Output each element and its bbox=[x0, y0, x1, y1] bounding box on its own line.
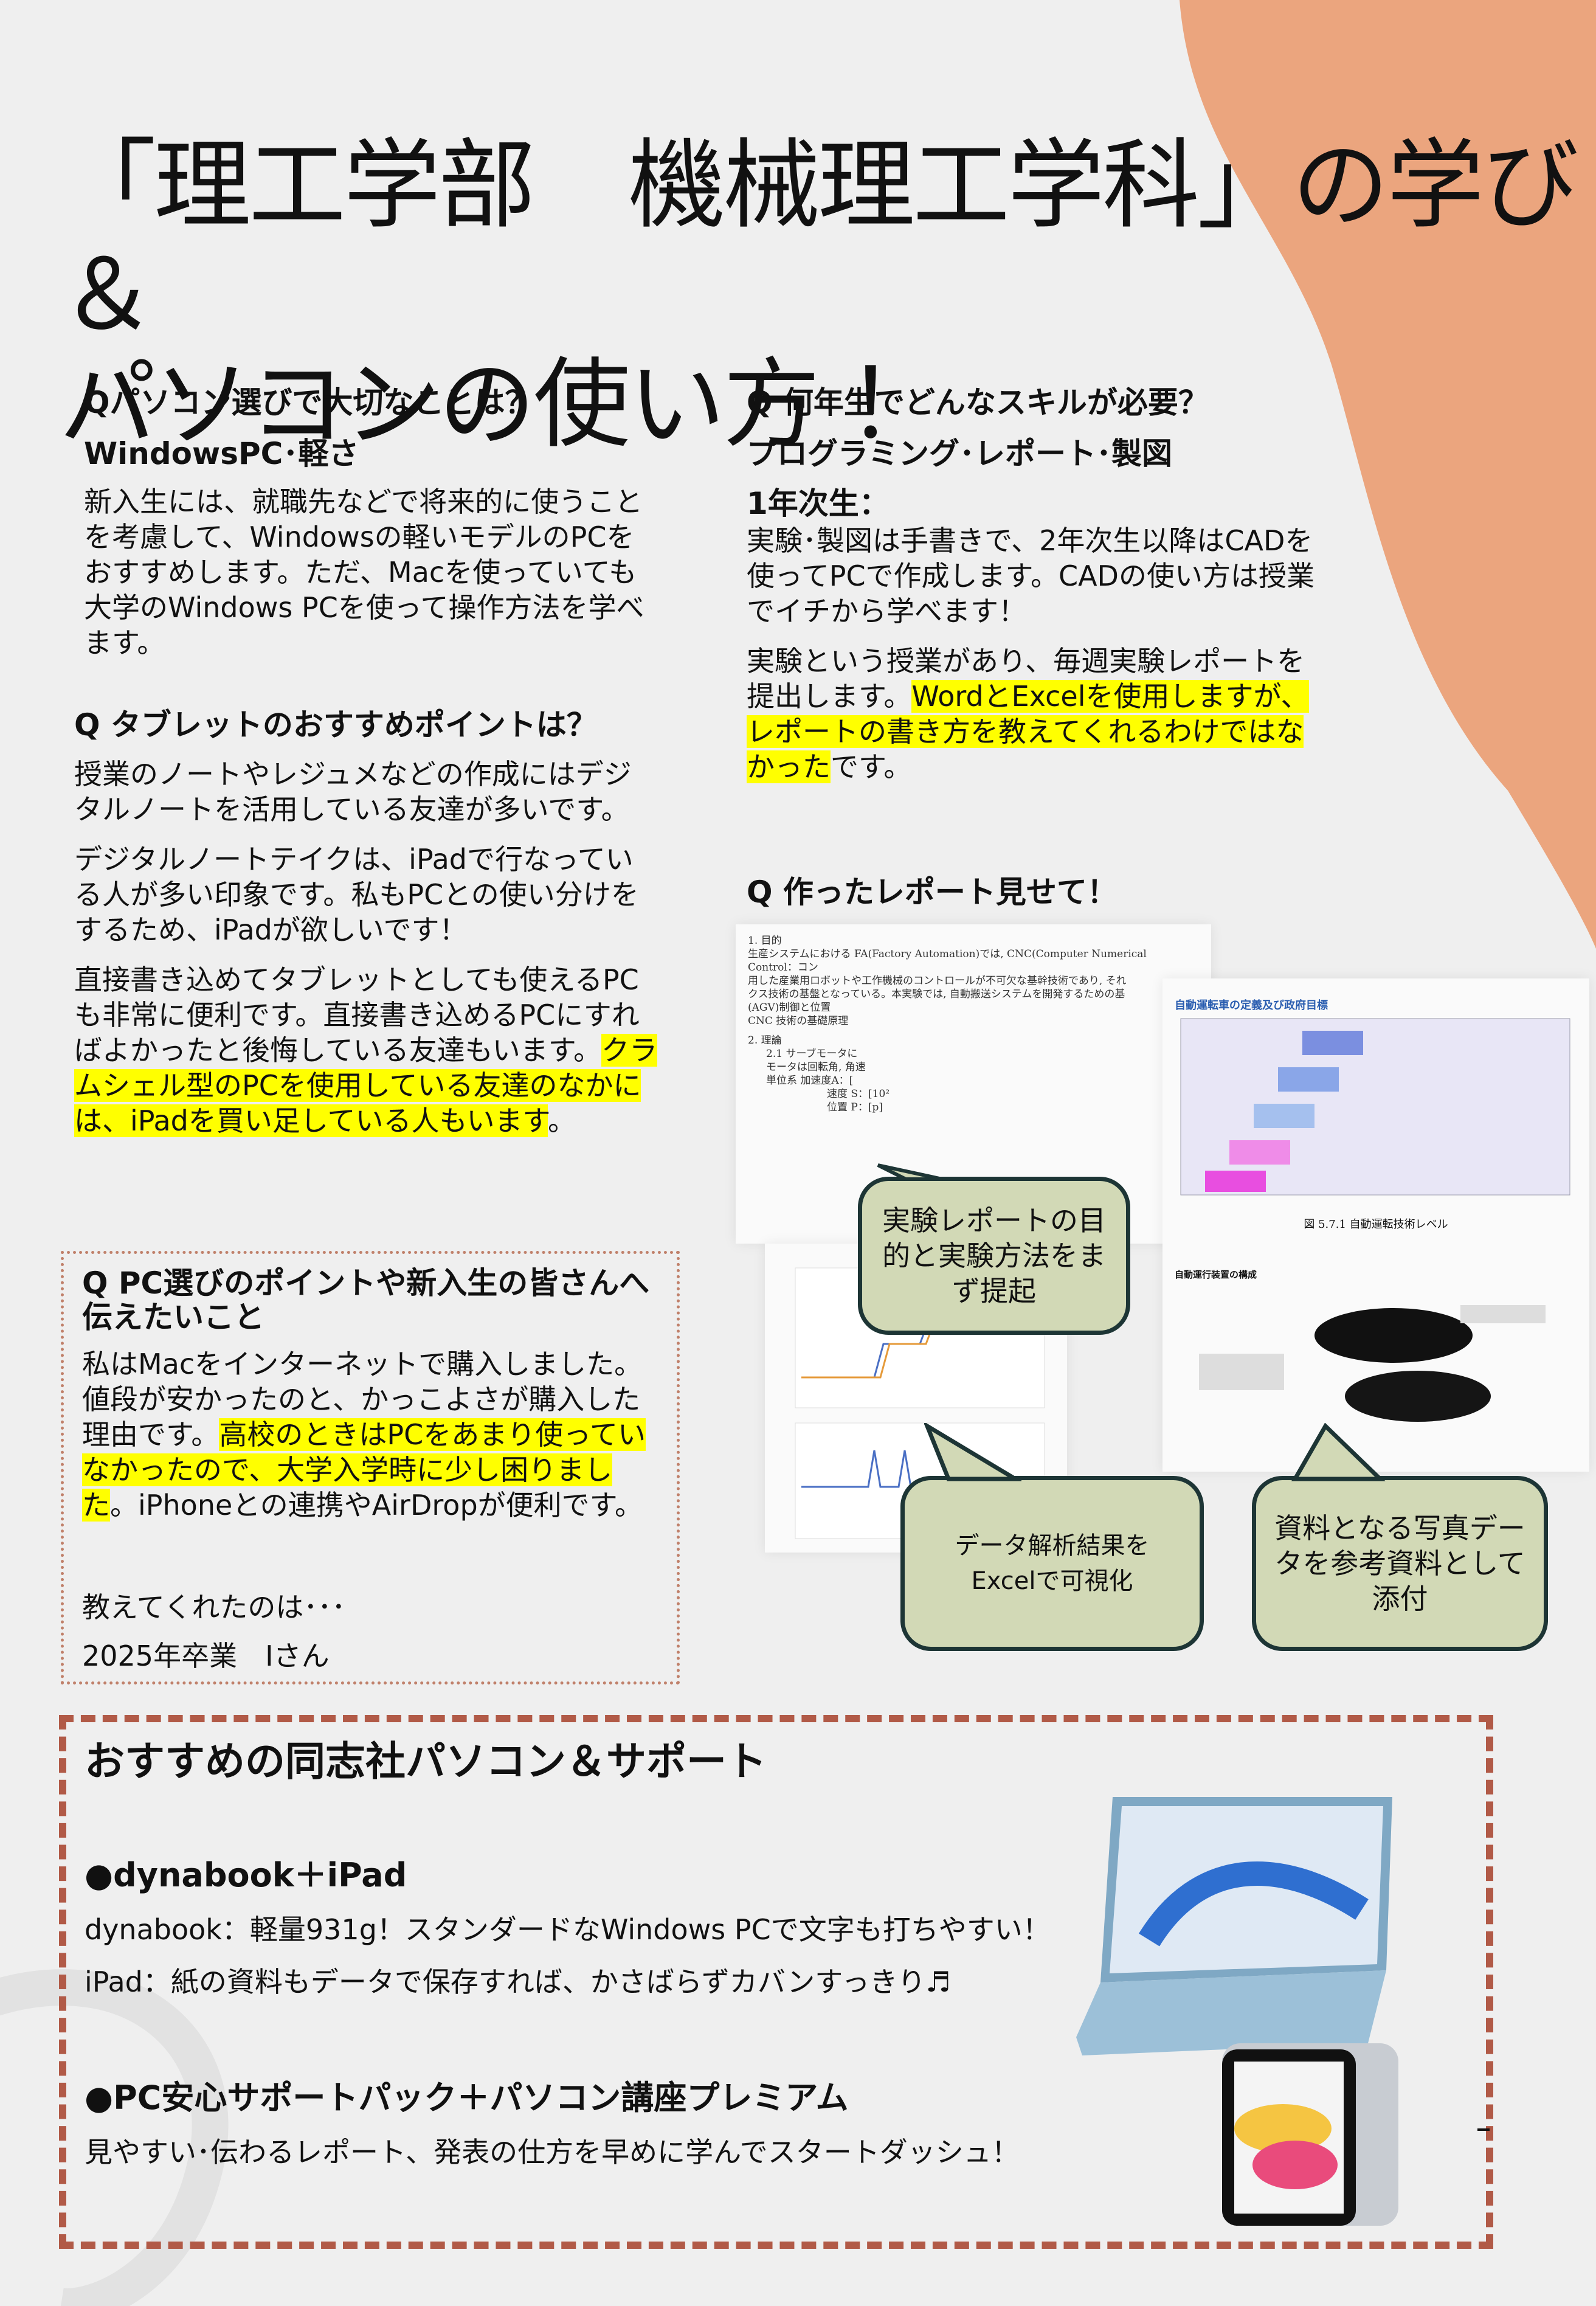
doc-text-block: 1. 目的 生産システムにおける FA(Factory Automation)で… bbox=[748, 934, 1155, 1114]
page-title: 「理工学部 機械理工学科」の学び＆ パソコンの使い方 ！ bbox=[59, 128, 1579, 461]
q3-p1: 実験･製図は手書きで、2年次生以降はCADを使ってPCで作成します。CADの使い… bbox=[747, 524, 1314, 628]
q4-heading: Q 作ったレポート見せて！ bbox=[747, 874, 1118, 910]
callout-tail bbox=[1291, 1423, 1386, 1481]
fig-caption: 図 5.7.1 自動運転技術レベル bbox=[1304, 1218, 1448, 1231]
callout-report-purpose: 実験レポートの目的と実験方法をまず提起 bbox=[858, 1177, 1130, 1335]
callout-text: データ解析結果をExcelで可視化 bbox=[955, 1532, 1150, 1595]
q3-section: Q 何年生でどんなスキルが必要？ プログラミング･レポート･製図 1年次生： 実… bbox=[747, 383, 1318, 784]
q2-p3-text: 直接書き込めてタブレットとしても使えるPCも非常に便利です。直接書き込めるPCに… bbox=[74, 963, 640, 1067]
credit-name: 2025年卒業 Iさん bbox=[82, 1639, 330, 1672]
interview-text-end: 。iPhoneとの連携やAirDropが便利です。 bbox=[110, 1489, 643, 1522]
interview-box: Q PC選びのポイントや新入生の皆さんへ伝えたいこと 私はMacをインターネット… bbox=[61, 1251, 680, 1684]
q3-year-label: 1年次生： bbox=[747, 486, 890, 521]
q2-p2: デジタルノートテイクは、iPadで行なっている人が多い印象です。私もPCとの使い… bbox=[74, 843, 639, 946]
interview-heading: Q PC選びのポイントや新入生の皆さんへ伝えたいこと bbox=[82, 1266, 650, 1335]
car-photo bbox=[1199, 1305, 1546, 1422]
callout-tail bbox=[924, 1423, 1021, 1481]
item2-title: ●PC安心サポートパック＋パソコン講座プレミアム bbox=[85, 2079, 849, 2117]
car-fig-title: 自動運行装置の構成 bbox=[1175, 1269, 1257, 1280]
doc-line: 単位系 加速度A：[ bbox=[766, 1075, 854, 1087]
q2-p3: 直接書き込めてタブレットとしても使えるPCも非常に便利です。直接書き込めるPCに… bbox=[74, 962, 658, 1138]
interview-body: 私はMacをインターネットで購入しました。値段が安かったのと、かっこよさが購入し… bbox=[82, 1346, 658, 1523]
doc-line: 速度 S：[10² bbox=[827, 1088, 890, 1100]
item2-line1: 見やすい･伝わるレポート、発表の仕方を早めに学んでスタートダッシュ！ bbox=[85, 2136, 1020, 2169]
callout-photo-data: 資料となる写真データを参考資料として添付 bbox=[1252, 1476, 1548, 1651]
q3-p2: 実験という授業があり、毎週実験レポートを提出します。WordとExcelを使用し… bbox=[747, 643, 1318, 784]
recommendation-box: おすすめの同志社パソコン＆サポート ●dynabook＋iPad dynaboo… bbox=[59, 1715, 1493, 2249]
q1-answer: WindowsPC･軽さ bbox=[84, 436, 359, 471]
fig-title: 自動運転車の定義及び政府目標 bbox=[1175, 999, 1328, 1012]
q2-heading: Q タブレットのおすすめポイントは？ bbox=[74, 707, 597, 743]
doc-line: 用した産業用ロボットや工作機械のコントロールが不可欠な基幹技術であり, それ bbox=[748, 975, 1127, 987]
doc-line: (AGV)制御と位置 bbox=[748, 1002, 831, 1014]
callout-excel: データ解析結果をExcelで可視化 bbox=[900, 1476, 1204, 1651]
callout-tail bbox=[877, 1163, 943, 1181]
doc-line: モータは回転角, 角速 bbox=[766, 1061, 866, 1073]
q2-section: Q タブレットのおすすめポイントは？ 授業のノートやレジュメなどの作成にはデジタ… bbox=[74, 705, 658, 1138]
item1-title: ●dynabook＋iPad bbox=[85, 1856, 407, 1894]
recommend-heading: おすすめの同志社パソコン＆サポート bbox=[85, 1738, 767, 1785]
levels-diagram bbox=[1180, 1018, 1570, 1196]
doc-line: 1. 目的 bbox=[748, 935, 782, 947]
doc-line: CNC 技術の基礎原理 bbox=[748, 1015, 849, 1027]
q2-p1: 授業のノートやレジュメなどの作成にはデジタルノートを活用している友達が多いです。 bbox=[74, 758, 632, 826]
callout-text: 実験レポートの目的と実験方法をまず提起 bbox=[882, 1204, 1106, 1307]
q2-p3-end: 。 bbox=[547, 1104, 576, 1137]
doc-line: 位置 P：[p] bbox=[827, 1101, 883, 1113]
interview-text: 私はMacをインターネットで購入しました。値段が安かったのと、かっこよさが購入し… bbox=[82, 1348, 643, 1451]
item1-line2: iPad：紙の資料もデータで保存すれば、かさばらずカバンすっきり♬ bbox=[85, 1965, 951, 1998]
q1-heading: Qパソコン選びで大切なことは？ bbox=[84, 385, 536, 420]
item1-line1: dynabook：軽量931g！スタンダードなWindows PCで文字も打ちや… bbox=[85, 1913, 1051, 1946]
q3-p2-end: です。 bbox=[831, 750, 912, 783]
credit-label: 教えてくれたのは･･･ bbox=[82, 1591, 346, 1624]
q3-heading: Q 何年生でどんなスキルが必要？ bbox=[747, 385, 1209, 420]
doc-line: クス技術の基盤となっている。本実験では, 自動搬送システムを開発するための基 bbox=[748, 988, 1125, 1000]
doc-line: 2.1 サーブモータに bbox=[766, 1048, 858, 1060]
q1-section: Qパソコン選びで大切なことは？ WindowsPC･軽さ 新入生には、就職先など… bbox=[84, 383, 655, 660]
q1-body: 新入生には、就職先などで将来的に使うことを考慮して、Windowsの軽いモデルの… bbox=[84, 485, 644, 659]
q3-p2-text: 実験という授業があり、毎週実験レポートを提出します。 bbox=[747, 645, 1305, 713]
doc-line: 2. 理論 bbox=[748, 1034, 782, 1047]
figure-image: 自動運転車の定義及び政府目標 図 5.7.1 自動運転技術レベル 自動運行装置の… bbox=[1162, 978, 1589, 1472]
laptop-and-ipad-image bbox=[1076, 1797, 1490, 2226]
q3-answer: プログラミング･レポート･製図 bbox=[747, 436, 1172, 471]
callout-text: 資料となる写真データを参考資料として添付 bbox=[1274, 1512, 1525, 1615]
doc-line: 生産システムにおける FA(Factory Automation)では, CNC… bbox=[748, 948, 1147, 974]
